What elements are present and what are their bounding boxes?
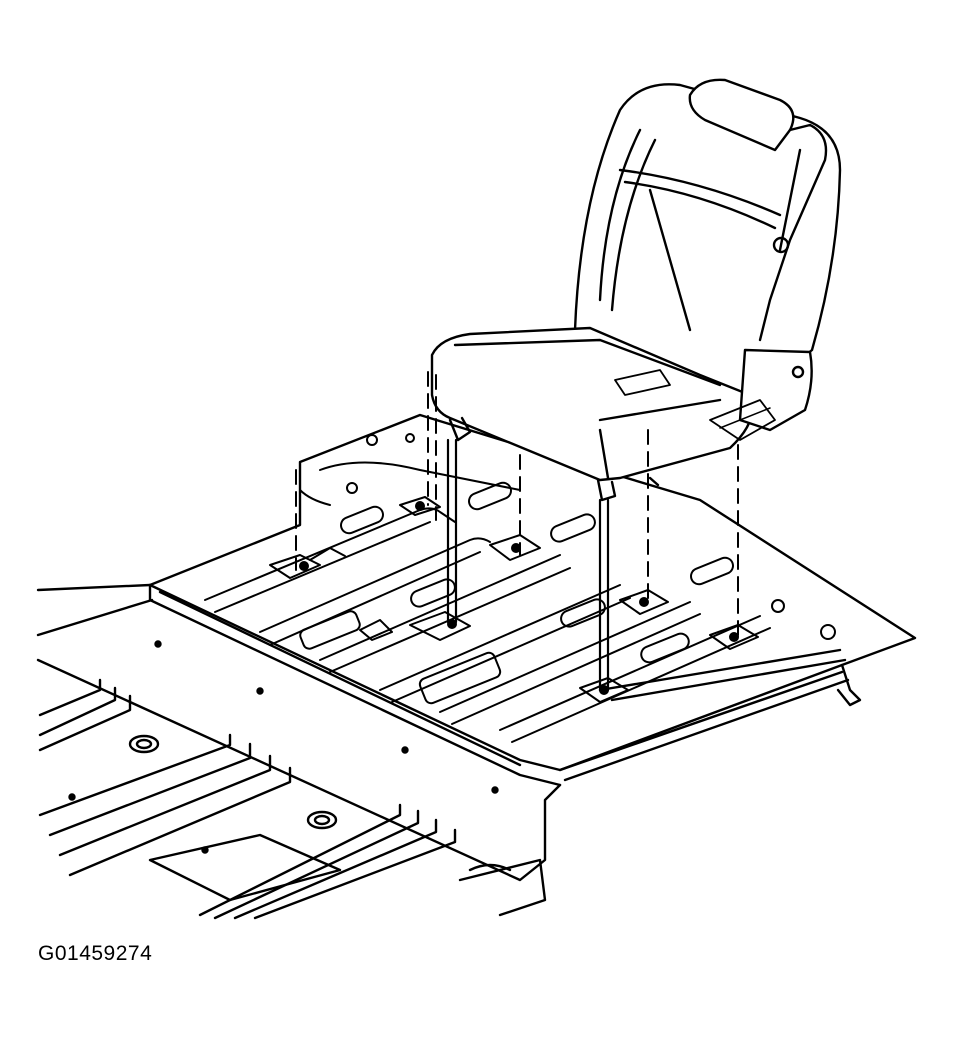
seat-assembly — [430, 78, 842, 502]
figure-id-label: G01459274 — [38, 942, 153, 965]
seat-belt — [758, 123, 828, 342]
lower-floor — [36, 583, 562, 920]
floor-pan — [148, 413, 917, 787]
seat-rear-latch — [448, 416, 472, 442]
anchor-striker — [409, 611, 471, 641]
anchor-striker — [489, 534, 541, 561]
anchor-striker — [619, 589, 669, 615]
anchor-striker — [399, 496, 441, 516]
floor-anchors — [269, 496, 759, 703]
anchor-striker — [269, 554, 321, 579]
anchor-solid-lines — [446, 438, 610, 692]
seat-backrest — [573, 83, 842, 412]
anchor-striker — [709, 624, 759, 650]
anchor-striker — [579, 677, 629, 703]
seat-headrest — [688, 78, 795, 152]
seat-front-latch — [596, 478, 617, 502]
seat-hinge-bracket — [738, 348, 813, 432]
anchor-guide-lines — [295, 371, 739, 641]
